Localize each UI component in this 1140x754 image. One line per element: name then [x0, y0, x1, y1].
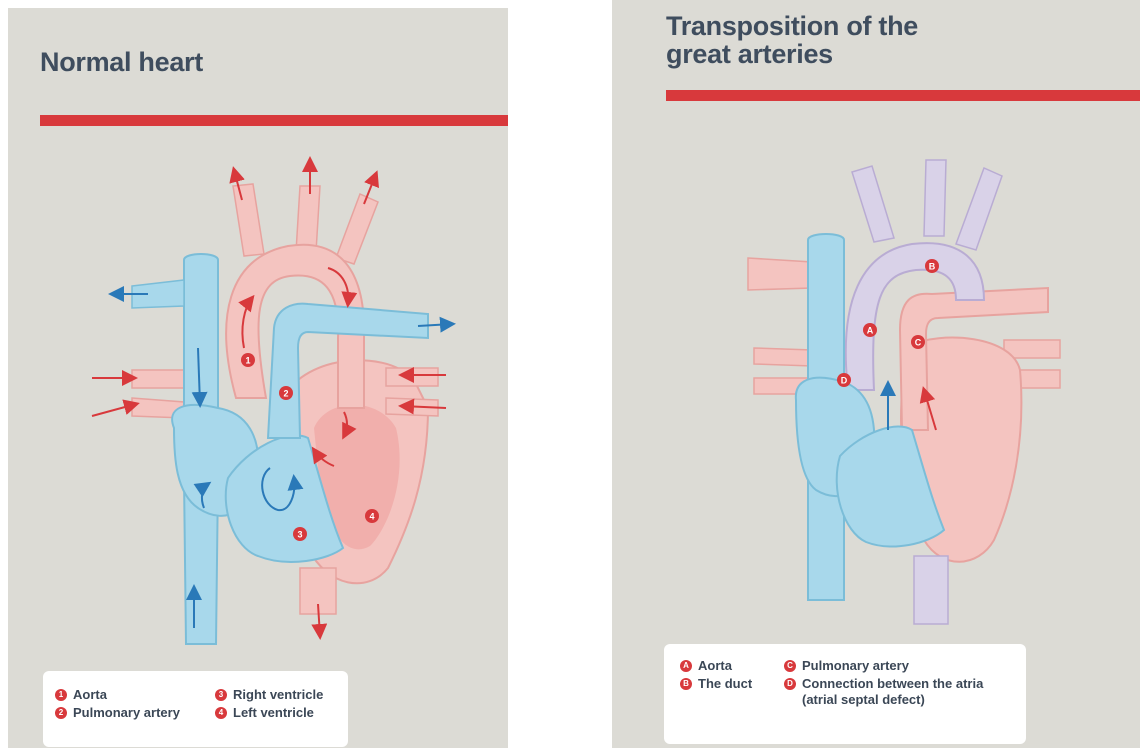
legend-item: 2 Pulmonary artery	[55, 705, 180, 721]
legend-item: C Pulmonary artery	[784, 658, 909, 674]
legend-item: 1 Aorta	[55, 687, 107, 703]
legend-label: Connection between the atria (atrial sep…	[802, 676, 983, 708]
marker-b-label: B	[929, 262, 936, 272]
tga-heart-panel: Transposition of the great arteries	[612, 0, 1140, 748]
normal-heart-diagram: 1 2 3 4	[8, 8, 508, 748]
legend-marker: 1	[55, 689, 67, 701]
marker-d-label: D	[841, 376, 848, 386]
legend-item: 3 Right ventricle	[215, 687, 323, 703]
legend-label: Aorta	[698, 658, 732, 674]
marker-b: B	[925, 259, 939, 273]
marker-a: A	[863, 323, 877, 337]
tga-heart-diagram: A B C D	[612, 0, 1140, 748]
legend-marker: 3	[215, 689, 227, 701]
marker-1-label: 1	[245, 356, 250, 366]
marker-c-label: C	[915, 338, 922, 348]
legend-marker: 2	[55, 707, 67, 719]
legend-item: 4 Left ventricle	[215, 705, 314, 721]
legend-label: Left ventricle	[233, 705, 314, 721]
legend: A Aorta B The duct C Pulmonary artery D …	[664, 644, 1026, 744]
marker-3-label: 3	[297, 530, 302, 540]
legend: 1 Aorta 2 Pulmonary artery 3 Right ventr…	[43, 671, 348, 747]
marker-d: D	[837, 373, 851, 387]
legend-item: A Aorta	[680, 658, 732, 674]
legend-label: Pulmonary artery	[802, 658, 909, 674]
normal-heart-panel: Normal heart	[8, 8, 508, 748]
marker-3: 3	[293, 527, 307, 541]
legend-label: Pulmonary artery	[73, 705, 180, 721]
legend-item: D Connection between the atria (atrial s…	[784, 676, 983, 708]
legend-marker: D	[784, 678, 796, 690]
legend-marker: 4	[215, 707, 227, 719]
legend-marker: A	[680, 660, 692, 672]
legend-label: Right ventricle	[233, 687, 323, 703]
marker-1: 1	[241, 353, 255, 367]
marker-2-label: 2	[283, 389, 288, 399]
legend-label: The duct	[698, 676, 752, 692]
legend-marker: C	[784, 660, 796, 672]
aortic-branches	[852, 160, 1002, 250]
marker-c: C	[911, 335, 925, 349]
marker-2: 2	[279, 386, 293, 400]
marker-4: 4	[365, 509, 379, 523]
legend-label: Aorta	[73, 687, 107, 703]
legend-item: B The duct	[680, 676, 752, 692]
marker-a-label: A	[867, 326, 874, 336]
legend-marker: B	[680, 678, 692, 690]
marker-4-label: 4	[369, 512, 374, 522]
